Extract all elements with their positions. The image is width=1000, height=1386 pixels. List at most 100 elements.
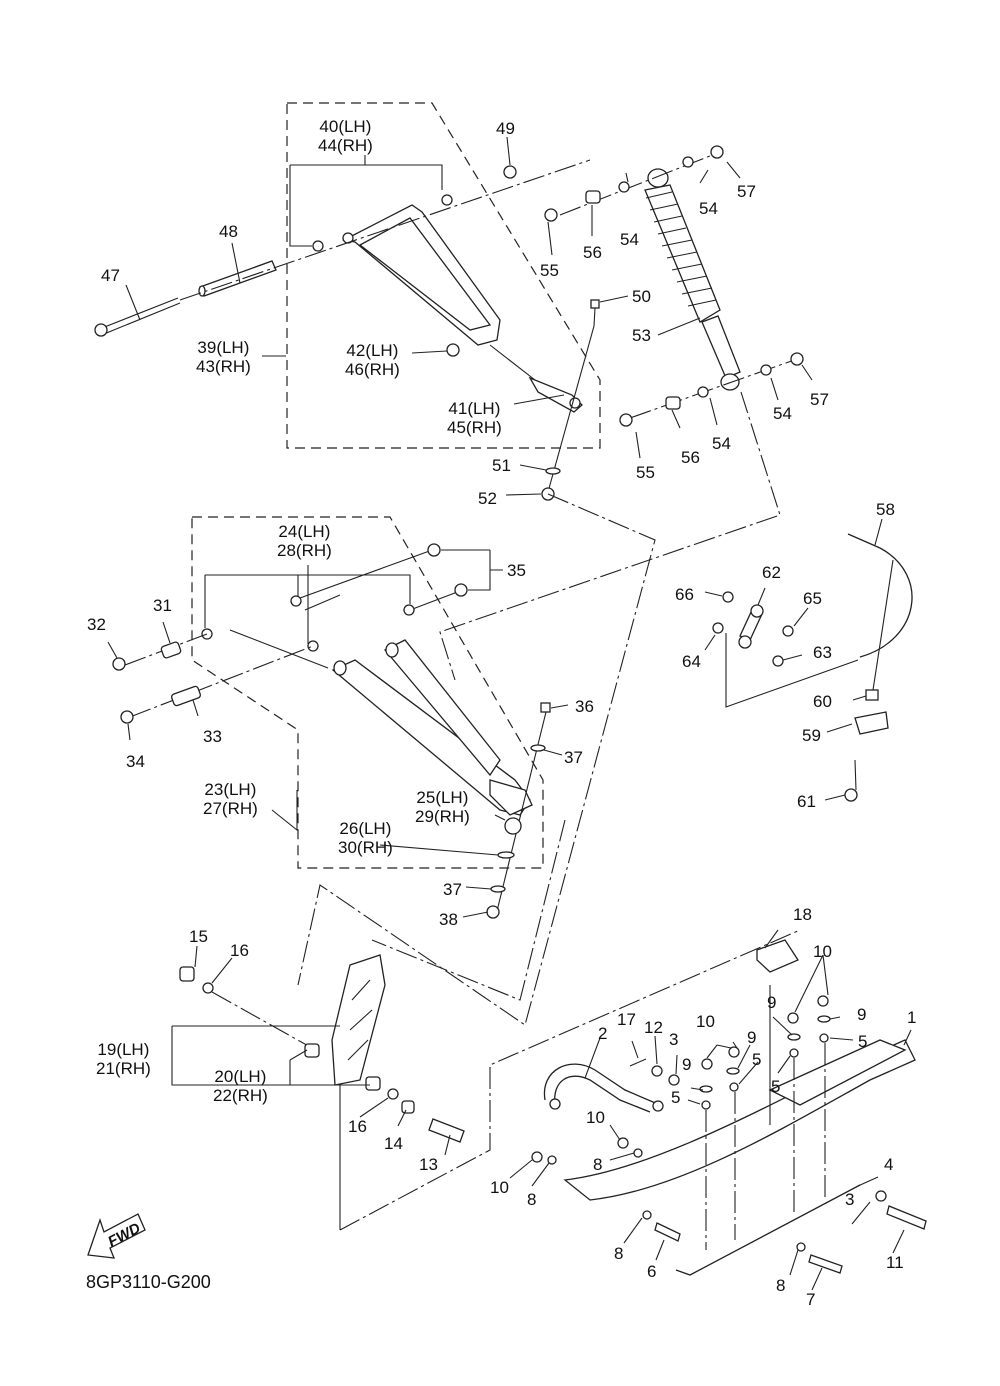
lower-a-arm (331, 639, 533, 816)
callout-61: 61 (797, 792, 816, 811)
upper-arm-group-boundary (286, 102, 601, 449)
bushing-54-bottom-right (760, 364, 772, 376)
callout-24-28: 24(LH)28(RH) (277, 522, 332, 560)
collar-15 (179, 966, 195, 982)
callout-59: 59 (802, 726, 821, 745)
callout-35: 35 (507, 561, 526, 580)
callout-23-27: 23(LH)27(RH) (203, 780, 258, 818)
callout-62: 62 (762, 563, 781, 582)
callout-8-a: 8 (593, 1155, 603, 1174)
ski-1 (563, 1039, 916, 1201)
bushing-60 (865, 689, 879, 701)
figure-code: 8GP3110-G200 (86, 1272, 211, 1292)
bushing-24-b (403, 604, 415, 616)
callout-9-b: 9 (747, 1028, 757, 1047)
callout-18: 18 (793, 905, 812, 924)
washer-37-upper (530, 744, 546, 752)
bolt-50 (590, 299, 600, 327)
callout-4: 4 (884, 1155, 894, 1174)
callout-26-30: 26(LH)30(RH) (338, 819, 393, 857)
callout-13: 13 (419, 1155, 438, 1174)
bolt-34 (120, 710, 134, 724)
bushing-44 (441, 194, 453, 206)
bolt-65 (782, 625, 794, 637)
collar-31 (160, 641, 182, 659)
callout-54-a: 54 (620, 230, 639, 249)
callout-5-d: 5 (858, 1032, 868, 1051)
ball-joint-25 (504, 817, 522, 835)
nut-10-f (531, 1151, 543, 1163)
circlip-26 (497, 851, 515, 859)
callout-54-c: 54 (712, 434, 731, 453)
bushing-54-bottom-left (697, 386, 709, 398)
shaft-13 (428, 1118, 465, 1143)
callout-9-d: 9 (857, 1005, 867, 1024)
callout-34: 34 (126, 752, 145, 771)
bolt-36 (540, 702, 551, 713)
callout-8-d: 8 (776, 1276, 786, 1295)
nut-10-d (817, 995, 829, 1007)
callout-5-a: 5 (671, 1088, 681, 1107)
callout-48: 48 (219, 222, 238, 241)
callout-33: 33 (203, 727, 222, 746)
bushing-40 (312, 240, 324, 252)
washer-16-left (202, 982, 214, 994)
collar-48 (198, 260, 277, 297)
callout-6: 6 (647, 1262, 657, 1281)
callout-3-b: 3 (845, 1190, 855, 1209)
shock-absorber-53 (644, 168, 741, 391)
callout-10-c: 10 (586, 1108, 605, 1127)
callout-5-b: 5 (752, 1050, 762, 1069)
washer-9-b (726, 1067, 740, 1075)
bolt-6 (654, 1222, 681, 1242)
nut-49 (503, 165, 517, 179)
bushing-20-b (365, 1076, 381, 1091)
nut-66 (722, 591, 734, 603)
nut-35-b (454, 583, 468, 597)
washer-8-d (796, 1242, 806, 1252)
bolt-7 (808, 1254, 843, 1274)
callout-5-c: 5 (771, 1077, 781, 1096)
callout-52: 52 (478, 489, 497, 508)
bushing-24-a (290, 595, 302, 607)
callout-16-b: 16 (348, 1117, 367, 1136)
bushing-5-a (701, 1100, 711, 1110)
bolt-61 (844, 788, 858, 802)
bushing-5-c (789, 1048, 799, 1058)
callout-10-b: 10 (813, 942, 832, 961)
washer-8-c (642, 1210, 652, 1220)
bolt-11 (886, 1205, 927, 1230)
callout-9-c: 9 (767, 993, 777, 1012)
collar-12 (651, 1065, 663, 1077)
callout-8-b: 8 (527, 1190, 537, 1209)
callout-37-b: 37 (443, 880, 462, 899)
callout-41-45: 41(LH)45(RH) (447, 399, 502, 437)
callout-25-29: 25(LH)29(RH) (415, 788, 470, 826)
forward-direction-arrow: FWD (87, 1213, 146, 1259)
callout-47: 47 (101, 266, 120, 285)
ski-saddle-18 (756, 939, 799, 973)
callout-31: 31 (153, 596, 172, 615)
spindle-19 (331, 954, 386, 1086)
washer-8-a (633, 1148, 643, 1158)
callout-10-d: 10 (490, 1178, 509, 1197)
callout-7: 7 (806, 1290, 816, 1309)
callout-49: 49 (496, 119, 515, 138)
callout-58: 58 (876, 500, 895, 519)
collar-56-bottom (665, 396, 681, 410)
collar-33 (170, 685, 202, 707)
callout-38: 38 (439, 910, 458, 929)
callout-16-a: 16 (230, 941, 249, 960)
pivot-bolt-47 (94, 297, 181, 337)
nut-10-e (617, 1137, 629, 1149)
collar-14 (401, 1100, 415, 1114)
bolt-55-top (544, 208, 558, 222)
nut-10-c (787, 1012, 799, 1024)
callout-55-b: 55 (636, 463, 655, 482)
bolt-55-bottom (619, 413, 633, 427)
callout-42-46: 42(LH)46(RH) (345, 341, 400, 379)
callout-8-c: 8 (614, 1244, 624, 1263)
nut-35-a (427, 543, 441, 557)
washer-9-a (699, 1085, 713, 1093)
